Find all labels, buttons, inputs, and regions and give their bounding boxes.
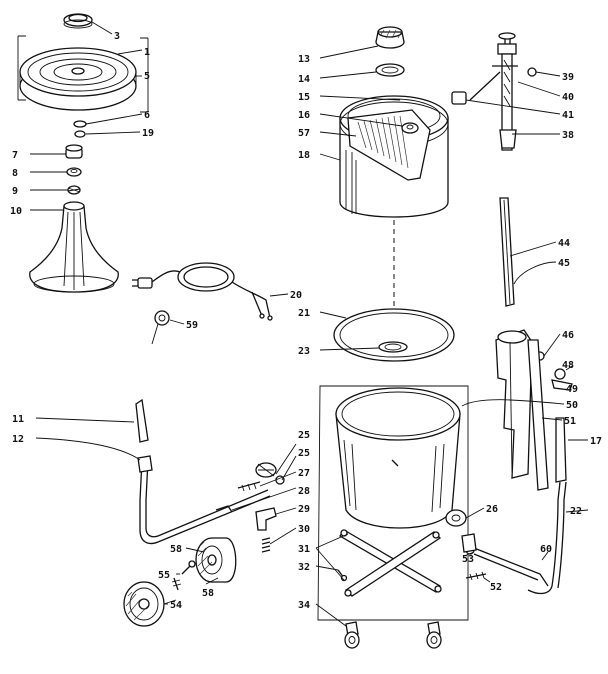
caster-34a-part bbox=[344, 621, 360, 649]
callout-16: 16 bbox=[298, 110, 310, 121]
callout-18: 18 bbox=[298, 150, 310, 161]
callout-45: 45 bbox=[558, 258, 570, 269]
callout-60: 60 bbox=[540, 544, 552, 555]
callout-6: 6 bbox=[144, 110, 150, 121]
callout-25b: 25 bbox=[298, 448, 310, 459]
power-cord-part bbox=[132, 262, 273, 321]
water-hose-part bbox=[135, 398, 271, 545]
callout-15: 15 bbox=[298, 92, 310, 103]
callout-28: 28 bbox=[298, 486, 310, 497]
motor-pin-part bbox=[181, 560, 196, 575]
screw-55-part bbox=[171, 577, 182, 591]
screw-52-part bbox=[465, 571, 487, 581]
lid-rod-44-part bbox=[499, 197, 515, 307]
callout-53: 53 bbox=[462, 554, 474, 565]
callout-39: 39 bbox=[562, 72, 574, 83]
callout-46: 46 bbox=[562, 330, 574, 341]
callout-22: 22 bbox=[570, 506, 582, 517]
callout-7: 7 bbox=[12, 150, 18, 161]
spring-30-part bbox=[261, 537, 271, 553]
callout-19: 19 bbox=[142, 128, 154, 139]
nut-8-part bbox=[66, 167, 82, 177]
tick-mark bbox=[391, 459, 399, 467]
valve-25-part bbox=[255, 462, 285, 485]
callout-32: 32 bbox=[298, 562, 310, 573]
timer-shaft-part bbox=[469, 32, 537, 151]
drain-hose-part bbox=[527, 417, 567, 595]
clip-28-part bbox=[215, 505, 233, 513]
callout-20: 20 bbox=[290, 290, 302, 301]
washer-ring-6-part bbox=[73, 120, 87, 138]
callout-5: 5 bbox=[144, 71, 150, 82]
callout-9: 9 bbox=[12, 186, 18, 197]
seal-cap-13-part bbox=[375, 26, 405, 49]
callout-51: 51 bbox=[564, 416, 576, 427]
callout-54: 54 bbox=[170, 600, 182, 611]
leader-lines bbox=[30, 21, 589, 627]
callout-23: 23 bbox=[298, 346, 310, 357]
callout-41: 41 bbox=[562, 110, 574, 121]
callout-3: 3 bbox=[114, 31, 120, 42]
outer-tub-part bbox=[335, 387, 461, 529]
callout-34: 34 bbox=[298, 600, 310, 611]
bracket-29-part bbox=[255, 507, 277, 531]
cross-brace-31-part bbox=[339, 529, 442, 597]
callout-26: 26 bbox=[486, 504, 498, 515]
outer-tub-frame bbox=[317, 385, 469, 621]
pulley-54-part bbox=[123, 581, 177, 627]
bracket-48-part bbox=[551, 368, 573, 391]
callout-49: 49 bbox=[566, 384, 578, 395]
callout-50: 50 bbox=[566, 400, 578, 411]
callout-31: 31 bbox=[298, 544, 310, 555]
hose-clamp-60-part bbox=[465, 545, 549, 587]
callout-27: 27 bbox=[298, 468, 310, 479]
rod-51-part bbox=[527, 339, 549, 491]
callout-12: 12 bbox=[12, 434, 24, 445]
screw-27-part bbox=[237, 481, 261, 492]
gasket-14-part bbox=[375, 63, 405, 77]
caster-34b-part bbox=[426, 621, 442, 649]
callout-14: 14 bbox=[298, 74, 310, 85]
callout-48: 48 bbox=[562, 360, 574, 371]
callout-57: 57 bbox=[298, 128, 310, 139]
callout-59: 59 bbox=[186, 320, 198, 331]
callout-10: 10 bbox=[10, 206, 22, 217]
cap-7-part bbox=[65, 144, 83, 159]
callout-58b: 58 bbox=[202, 588, 214, 599]
motor-58-part bbox=[195, 537, 237, 583]
callout-8: 8 bbox=[12, 168, 18, 179]
tub-ring-part bbox=[339, 91, 467, 218]
callout-55: 55 bbox=[158, 570, 170, 581]
callout-1: 1 bbox=[144, 47, 150, 58]
clip-59-part bbox=[151, 310, 170, 345]
callout-29: 29 bbox=[298, 504, 310, 515]
callout-11: 11 bbox=[12, 414, 24, 425]
gasket-21-part bbox=[333, 308, 455, 362]
callout-17: 17 bbox=[590, 436, 602, 447]
callout-40: 40 bbox=[562, 92, 574, 103]
spring-9-part bbox=[67, 185, 81, 195]
callout-25a: 25 bbox=[298, 430, 310, 441]
agitator-bracket-outline bbox=[17, 35, 149, 113]
callout-30: 30 bbox=[298, 524, 310, 535]
callout-58a: 58 bbox=[170, 544, 182, 555]
callout-21: 21 bbox=[298, 308, 310, 319]
pump-26-part bbox=[445, 509, 477, 553]
callout-labels: 3 1 5 6 19 7 8 9 10 13 14 15 16 57 18 39… bbox=[10, 31, 602, 611]
callout-13: 13 bbox=[298, 54, 310, 65]
agitator-base-part bbox=[29, 201, 119, 293]
lid-disc-part bbox=[19, 47, 137, 111]
callout-52: 52 bbox=[490, 582, 502, 593]
callout-38: 38 bbox=[562, 130, 574, 141]
agitator-cap-part bbox=[63, 13, 93, 29]
callout-44: 44 bbox=[558, 238, 570, 249]
